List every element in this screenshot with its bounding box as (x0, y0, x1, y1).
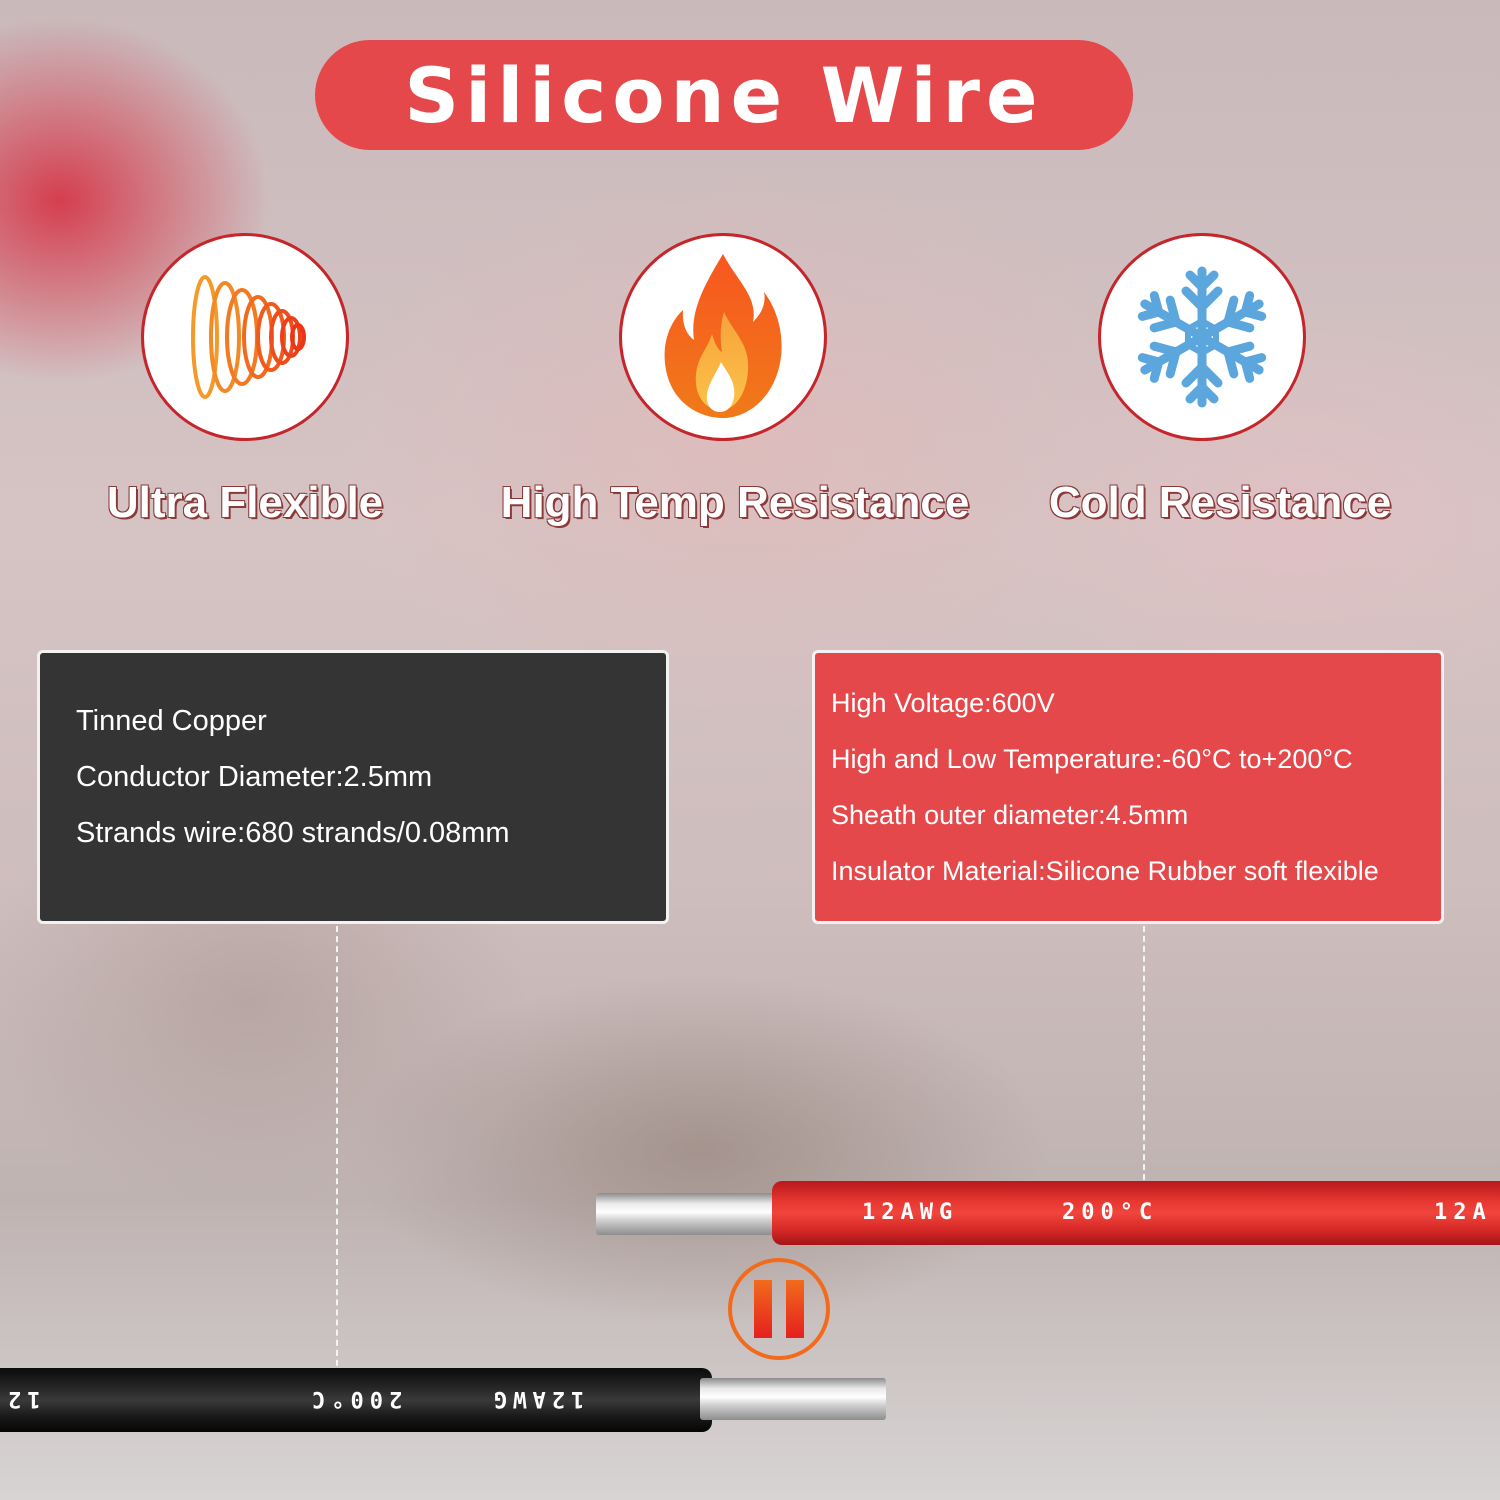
red-wire-jacket (772, 1181, 1500, 1245)
spec-line: Sheath outer diameter:4.5mm (831, 800, 1189, 830)
parallel-bar (754, 1280, 772, 1338)
feature-label-high-temp: High Temp Resistance (500, 478, 970, 527)
spec-line: Insulator Material:Silicone Rubber soft … (831, 856, 1379, 886)
black-wire-gauge-print: 12AWG (488, 1386, 585, 1411)
spec-line: Tinned Copper (76, 705, 267, 737)
leader-line-insulation (1143, 926, 1145, 1190)
black-wire-temp-print: 200°C (306, 1386, 403, 1411)
red-wire-copper-strands (596, 1193, 782, 1235)
spec-line: High Voltage:600V (831, 688, 1055, 718)
feature-label-flexible: Ultra Flexible (106, 478, 384, 527)
spec-line: High and Low Temperature:-60°C to+200°C (831, 744, 1353, 774)
red-wire-temp-print: 200°C (1062, 1200, 1159, 1225)
conductor-spec-box: Tinned Copper Conductor Diameter:2.5mm S… (37, 650, 669, 924)
page-title: Silicone Wire (404, 50, 1044, 140)
black-wire-jacket (0, 1368, 712, 1432)
snowflake-icon (1132, 266, 1272, 412)
parallel-badge-icon (728, 1258, 830, 1360)
flame-icon (664, 254, 782, 418)
black-wire-copper-strands (700, 1378, 886, 1420)
red-wire-gauge-print: 12AWG (862, 1200, 959, 1225)
feature-circle-flexible (141, 233, 349, 441)
feature-circle-cold (1098, 233, 1306, 441)
insulation-spec-box: High Voltage:600V High and Low Temperatu… (812, 650, 1444, 924)
spec-line: Conductor Diameter:2.5mm (76, 761, 433, 793)
feature-circle-high-temp (619, 233, 827, 441)
spec-line: Strands wire:680 strands/0.08mm (76, 817, 510, 849)
feature-label-cold: Cold Resistance (1048, 478, 1392, 527)
parallel-bar (786, 1280, 804, 1338)
leader-line-conductor (336, 926, 338, 1376)
black-wire-gauge-print-partial: 12 (2, 1386, 41, 1411)
title-banner: Silicone Wire (315, 40, 1133, 150)
red-wire-gauge-print-partial: 12A (1434, 1200, 1492, 1225)
coil-spring-icon (191, 275, 306, 399)
